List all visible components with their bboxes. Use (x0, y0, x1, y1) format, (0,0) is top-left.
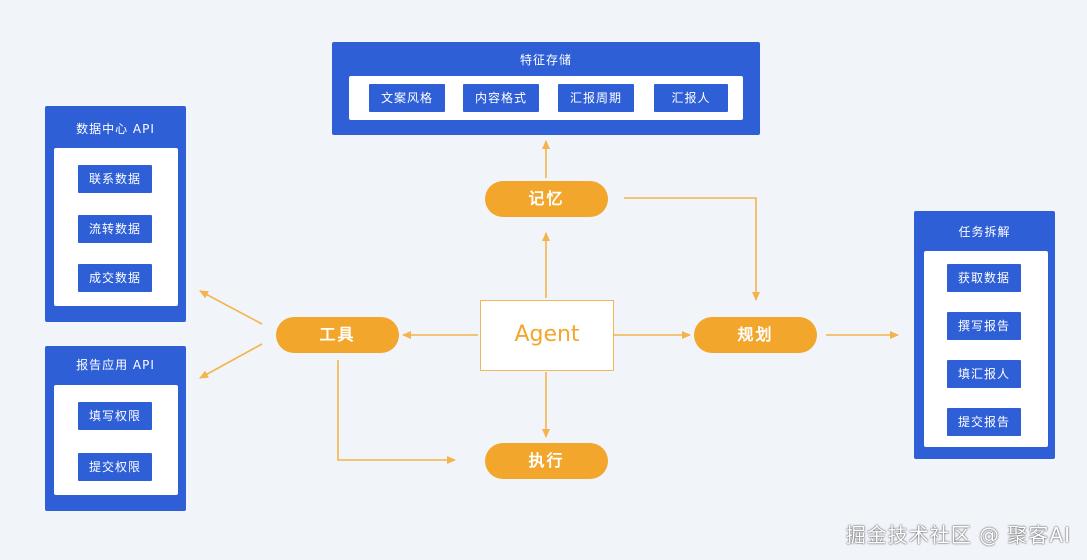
feature-item-reporter: 汇报人 (654, 84, 728, 112)
feature-storage-panel: 特征存储 文案风格 内容格式 汇报周期 汇报人 (332, 42, 760, 135)
execution-node: 执行 (485, 443, 608, 479)
planning-node: 规划 (694, 317, 817, 353)
report-app-api-title: 报告应用 API (76, 358, 155, 372)
feature-item-content-format: 内容格式 (463, 84, 539, 112)
tools-node: 工具 (276, 317, 399, 353)
arrow-tools-to-data-center (199, 290, 263, 325)
arrow-tools-to-execution (337, 360, 456, 464)
arrow-memory-to-planning (624, 197, 760, 301)
task-item-submit-report: 提交报告 (947, 408, 1021, 436)
data-center-api-panel: 数据中心 API 联系数据 流转数据 成交数据 (45, 106, 186, 322)
arrow-tools-to-report-app (199, 343, 263, 379)
agent-node: Agent (480, 300, 614, 371)
feature-item-copy-style: 文案风格 (369, 84, 445, 112)
feature-item-report-period: 汇报周期 (558, 84, 634, 112)
data-center-api-title: 数据中心 API (76, 122, 155, 136)
task-item-fetch-data: 获取数据 (947, 264, 1021, 292)
report-item-fill-permission: 填写权限 (78, 402, 152, 430)
data-item-deal: 成交数据 (78, 264, 152, 292)
task-breakdown-panel: 任务拆解 获取数据 撰写报告 填汇报人 提交报告 (914, 211, 1055, 459)
data-item-contact: 联系数据 (78, 165, 152, 193)
watermark-text: 掘金技术社区 @ 聚客AI (845, 523, 1071, 547)
task-breakdown-title: 任务拆解 (958, 225, 1011, 239)
report-item-submit-permission: 提交权限 (78, 453, 152, 481)
task-item-write-report: 撰写报告 (947, 312, 1021, 340)
feature-storage-title: 特征存储 (519, 53, 572, 67)
memory-node: 记忆 (485, 181, 608, 217)
report-app-api-panel: 报告应用 API 填写权限 提交权限 (45, 346, 186, 511)
data-item-flow: 流转数据 (78, 215, 152, 243)
task-item-fill-reporter: 填汇报人 (947, 360, 1021, 388)
